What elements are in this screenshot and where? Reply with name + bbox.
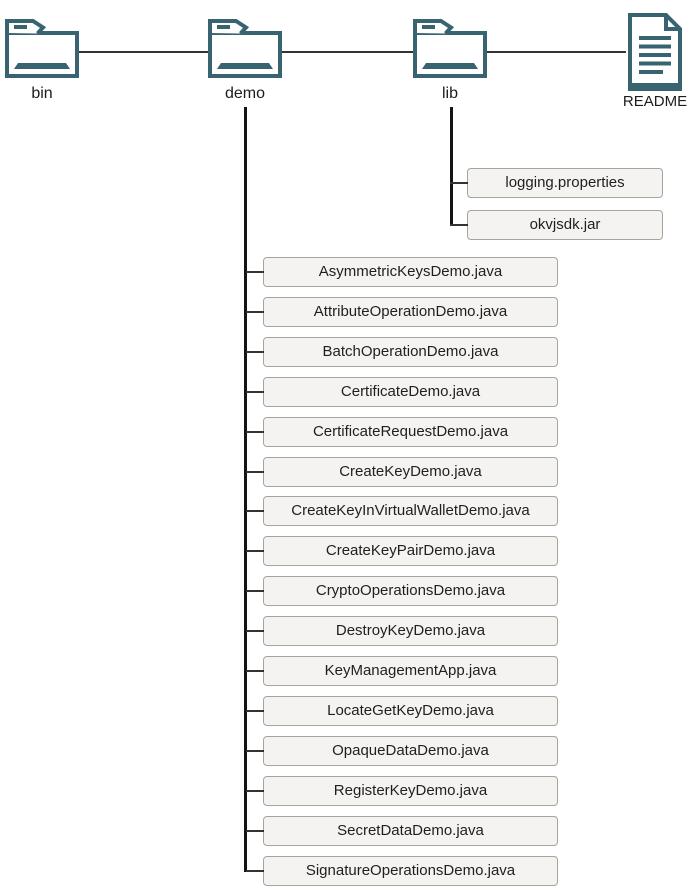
connector-lib-readme xyxy=(487,51,626,53)
node-demo xyxy=(208,17,282,78)
file-node: CreateKeyDemo.java xyxy=(246,456,558,487)
connector-demo-lib xyxy=(282,51,413,53)
lib-trunk-line xyxy=(450,107,453,226)
file-node: KeyManagementApp.java xyxy=(246,656,558,686)
folder-icon xyxy=(208,19,282,78)
file-node: CreateKeyPairDemo.java xyxy=(246,536,558,567)
node-bin xyxy=(5,17,79,78)
node-label-lib: lib xyxy=(441,85,458,102)
file-node: BatchOperationDemo.java xyxy=(246,336,558,367)
file-node: SignatureOperationsDemo.java xyxy=(246,855,558,886)
file-node: CertificateDemo.java xyxy=(246,376,558,407)
node-label-readme: README xyxy=(622,93,688,110)
node-readme xyxy=(626,13,684,91)
file-node: CreateKeyInVirtualWalletDemo.java xyxy=(246,496,558,527)
file-node: DestroyKeyDemo.java xyxy=(246,616,558,647)
file-node: LocateGetKeyDemo.java xyxy=(246,695,558,726)
file-node: logging.properties xyxy=(450,168,663,198)
node-label-demo: demo xyxy=(224,85,266,102)
file-node: OpaqueDataDemo.java xyxy=(246,735,558,766)
node-label-bin: bin xyxy=(31,85,53,102)
connector-bin-demo xyxy=(79,51,208,53)
document-icon xyxy=(628,13,682,91)
demo-trunk-line xyxy=(244,107,247,872)
folder-icon xyxy=(5,19,79,78)
file-node: AttributeOperationDemo.java xyxy=(246,296,558,327)
node-lib xyxy=(413,17,487,78)
folder-icon xyxy=(413,19,487,78)
file-node: CryptoOperationsDemo.java xyxy=(246,576,558,607)
file-node: AsymmetricKeysDemo.java xyxy=(246,257,558,287)
file-node: RegisterKeyDemo.java xyxy=(246,775,558,806)
file-node: SecretDataDemo.java xyxy=(246,815,558,846)
file-node: okvjsdk.jar xyxy=(450,210,663,240)
file-node: CertificateRequestDemo.java xyxy=(246,416,558,447)
